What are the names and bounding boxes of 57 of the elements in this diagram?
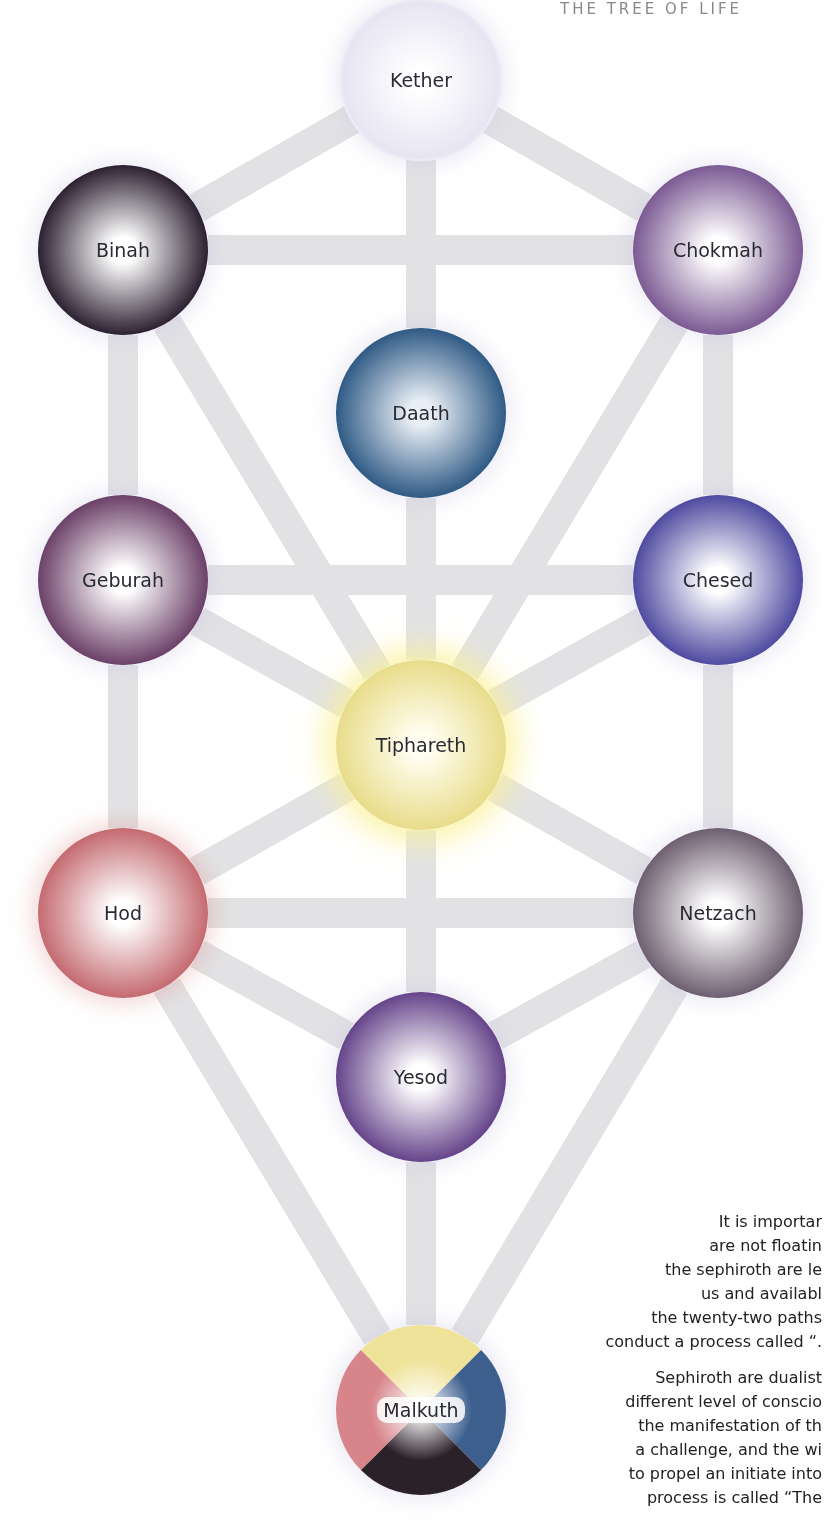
body-text-line: conduct a process called “. <box>605 1331 822 1353</box>
path-band <box>406 160 436 328</box>
body-text-line: different level of conscio <box>625 1391 822 1413</box>
sephirah-circle <box>633 495 803 665</box>
path-band <box>154 315 390 680</box>
sephirah-circle <box>633 165 803 335</box>
path-band <box>482 106 652 221</box>
path-band <box>153 978 391 1345</box>
body-text-line: a challenge, and the wi <box>635 1439 822 1461</box>
body-text-line: the twenty-two paths <box>651 1307 822 1329</box>
path-band <box>190 608 354 717</box>
sephirah-name: Binah <box>95 239 150 261</box>
body-text-line: It is importar <box>718 1211 822 1233</box>
body-text-line: are not floatin <box>709 1235 822 1257</box>
sephirah-name: Chesed <box>682 569 754 591</box>
path-band <box>406 1162 436 1325</box>
path-band <box>108 665 138 828</box>
sephirah-name: Geburah <box>82 569 164 591</box>
path-band <box>703 665 733 828</box>
sephirah-name: Daath <box>392 402 450 424</box>
path-band <box>190 940 354 1050</box>
sephirah-circle <box>38 828 208 998</box>
path-band <box>208 565 633 595</box>
body-text-line: the sephiroth are le <box>664 1259 822 1281</box>
body-text-line: the manifestation of th <box>638 1415 822 1437</box>
path-band <box>208 235 633 265</box>
path-band <box>406 830 436 992</box>
sephirah-name: Yesod <box>393 1066 449 1088</box>
sephirah-circle <box>38 495 208 665</box>
sephirah-circle <box>633 828 803 998</box>
body-text-line: to propel an initiate into <box>628 1463 822 1485</box>
path-band <box>703 335 733 495</box>
path-band <box>108 335 138 495</box>
body-text-line: us and availabl <box>700 1283 822 1305</box>
sephirah-name: Malkuth <box>377 1397 465 1423</box>
sephirah-name: Netzach <box>679 902 757 924</box>
sephirah-circle <box>341 0 501 160</box>
path-band <box>451 315 688 680</box>
body-text-line: process is called “The <box>646 1487 822 1509</box>
body-text-line: Sephiroth are dualist <box>655 1367 822 1389</box>
path-band <box>208 898 633 928</box>
title: THE TREE OF LIFE <box>560 0 743 18</box>
path-band <box>189 773 355 885</box>
sephirah-circle <box>336 328 506 498</box>
path-band <box>487 773 652 885</box>
sephirah-circle <box>336 992 506 1162</box>
sephirah-name: Tiphareth <box>375 734 467 756</box>
sephirah-name: Kether <box>389 69 453 91</box>
path-band <box>488 608 651 717</box>
path-band <box>488 940 651 1050</box>
path-band <box>451 978 688 1345</box>
sephirah-circle <box>336 660 506 830</box>
sephirah-circle <box>38 165 208 335</box>
sephirah-name: Chokmah <box>672 239 764 261</box>
sephirah-name: Hod <box>104 902 142 924</box>
path-band <box>189 106 359 221</box>
path-band <box>406 498 436 660</box>
